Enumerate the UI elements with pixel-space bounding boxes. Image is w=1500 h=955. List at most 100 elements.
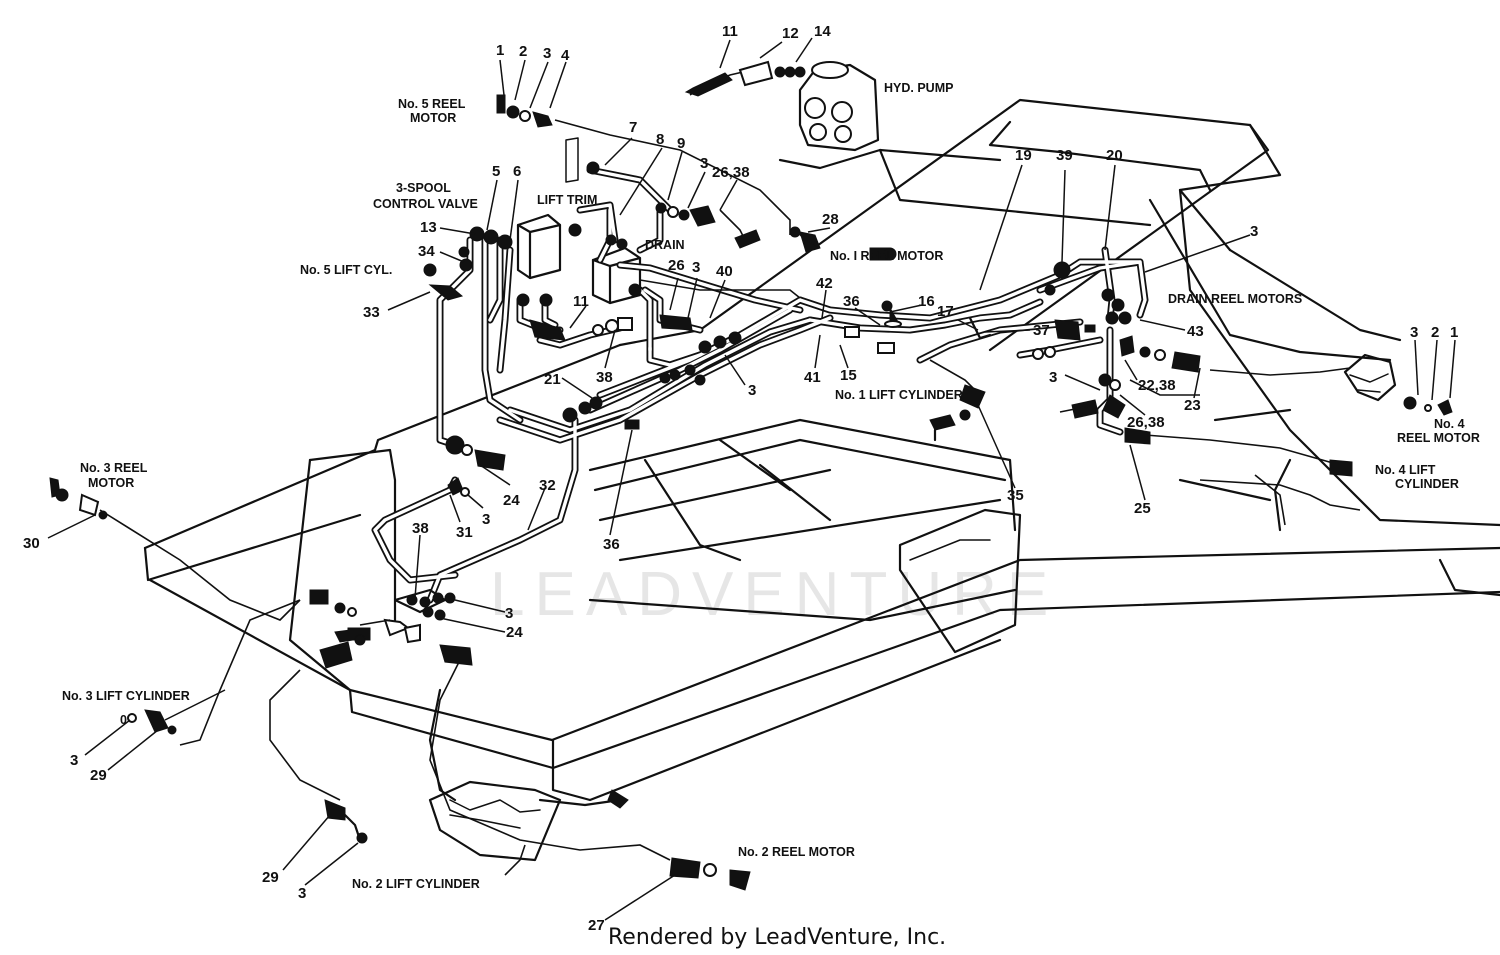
caption-spool-valve-line1: 3-SPOOL (396, 181, 451, 195)
footer-credit: Rendered by LeadVenture, Inc. (608, 925, 946, 950)
caption-lift-trim: LIFT TRIM (537, 193, 597, 207)
callout-30: 30 (23, 535, 40, 552)
callout-3: 3 (543, 45, 551, 62)
callout-33: 33 (363, 304, 380, 321)
hydraulic-tube-bore (598, 298, 802, 397)
callout-numbers: 1 2 3 4 11 12 14 7 8 9 3 26,38 5 6 13 34… (23, 23, 1458, 934)
caption-no4-lift-cylinder-line2: CYLINDER (1395, 477, 1459, 491)
caption-no1-lift-cylinder: No. 1 LIFT CYLINDER (835, 388, 963, 402)
callout-3: 3 (482, 511, 490, 528)
callout-15: 15 (840, 367, 857, 384)
hydraulic-tube-bore (538, 326, 622, 347)
caption-no5-reel-motor-line1: No. 5 REEL (398, 97, 466, 111)
callout-24: 24 (506, 624, 523, 641)
hydraulic-tube-bore (543, 298, 557, 327)
callout-21: 21 (544, 371, 561, 388)
caption-no5-reel-motor-line2: MOTOR (410, 111, 456, 125)
callout-11: 11 (722, 23, 738, 40)
callout-41: 41 (804, 369, 821, 386)
hydraulic-tube-bore (798, 260, 1147, 320)
callout-9: 9 (677, 135, 685, 152)
callout-3: 3 (748, 382, 756, 399)
callout-38: 38 (412, 520, 429, 537)
callout-36: 36 (603, 536, 620, 553)
callout-3: 3 (700, 155, 708, 172)
callout-26-38: 26,38 (712, 164, 750, 181)
hydraulic-tube-bore (638, 208, 662, 252)
hydraulic-tube-bore (918, 320, 1082, 362)
callout-26-38: 26,38 (1127, 414, 1165, 431)
caption-no2-reel-motor: No. 2 REEL MOTOR (738, 845, 855, 859)
hydraulic-pump (798, 61, 880, 152)
hydraulic-tube-bore (498, 248, 512, 372)
caption-no3-reel-motor-line1: No. 3 REEL (80, 461, 148, 475)
callout-4: 4 (561, 47, 570, 64)
caption-no5-lift-cyl: No. 5 LIFT CYL. (300, 263, 392, 277)
callout-37: 37 (1033, 322, 1050, 339)
callout-3: 3 (1250, 223, 1258, 240)
caption-no2-lift-cylinder: No. 2 LIFT CYLINDER (352, 877, 480, 891)
callout-2: 2 (1431, 324, 1439, 341)
caption-no1-reel-motor: No. I REEL MOTOR (830, 249, 943, 263)
caption-no4-reel-motor-line1: No. 4 (1434, 417, 1465, 431)
callout-20: 20 (1106, 147, 1123, 164)
leader-lines (47, 37, 1456, 921)
callout-23: 23 (1184, 397, 1201, 414)
callout-32: 32 (539, 477, 556, 494)
callout-3: 3 (298, 885, 306, 902)
caption-small-zero: 0 (120, 713, 127, 727)
callout-16: 16 (918, 293, 935, 310)
callout-35: 35 (1007, 487, 1024, 504)
callout-38: 38 (596, 369, 613, 386)
caption-no3-lift-cylinder: No. 3 LIFT CYLINDER (62, 689, 190, 703)
callout-27: 27 (588, 917, 605, 934)
caption-no3-reel-motor-line2: MOTOR (88, 476, 134, 490)
callout-3: 3 (1410, 324, 1418, 341)
callout-39: 39 (1056, 147, 1073, 164)
callout-1: 1 (1450, 324, 1458, 341)
hydraulic-tube-bore (483, 238, 522, 422)
callout-43: 43 (1187, 323, 1204, 340)
hydraulic-tubes (371, 166, 1149, 604)
callout-6: 6 (513, 163, 521, 180)
callout-3: 3 (70, 752, 78, 769)
component-captions: HYD. PUMP No. 5 REEL MOTOR 3-SPOOL CONTR… (62, 81, 1480, 891)
callout-34: 34 (418, 243, 435, 260)
callout-22-38: 22,38 (1138, 377, 1176, 394)
callout-40: 40 (716, 263, 733, 280)
callout-11: 11 (573, 293, 589, 310)
callout-2: 2 (519, 43, 527, 60)
hydraulic-tube-bore (1038, 260, 1142, 292)
callout-12: 12 (782, 25, 799, 42)
hydraulic-tube-bore (588, 308, 792, 412)
callout-42: 42 (816, 275, 833, 292)
hydraulic-tube-bore (648, 346, 702, 367)
hydraulic-tube-bore (578, 203, 617, 242)
callout-31: 31 (456, 524, 473, 541)
callout-3: 3 (1049, 369, 1057, 386)
fittings (49, 60, 1453, 891)
callout-29: 29 (262, 869, 279, 886)
callout-5: 5 (492, 163, 500, 180)
callout-1: 1 (496, 42, 504, 59)
watermark: LEADVENTURE (490, 560, 1058, 629)
caption-spool-valve-line2: CONTROL VALVE (373, 197, 478, 211)
hydraulic-tube-bore (618, 263, 802, 312)
callout-25: 25 (1134, 500, 1151, 517)
caption-drain: DRAIN (645, 238, 685, 252)
control-valve-blocks (516, 137, 642, 305)
callout-14: 14 (814, 23, 831, 40)
callout-19: 19 (1015, 147, 1032, 164)
hydraulic-tube-bore (508, 318, 812, 432)
chassis-frame (143, 98, 1500, 862)
callout-26: 26 (668, 257, 685, 274)
callout-13: 13 (420, 219, 437, 236)
callout-17: 17 (937, 303, 954, 320)
caption-drain-reel-motors: DRAIN REEL MOTORS (1168, 292, 1302, 306)
callout-8: 8 (656, 131, 664, 148)
hoses (99, 67, 1361, 876)
callout-29: 29 (90, 767, 107, 784)
callout-7: 7 (629, 119, 637, 136)
caption-hyd-pump: HYD. PUMP (884, 81, 953, 95)
